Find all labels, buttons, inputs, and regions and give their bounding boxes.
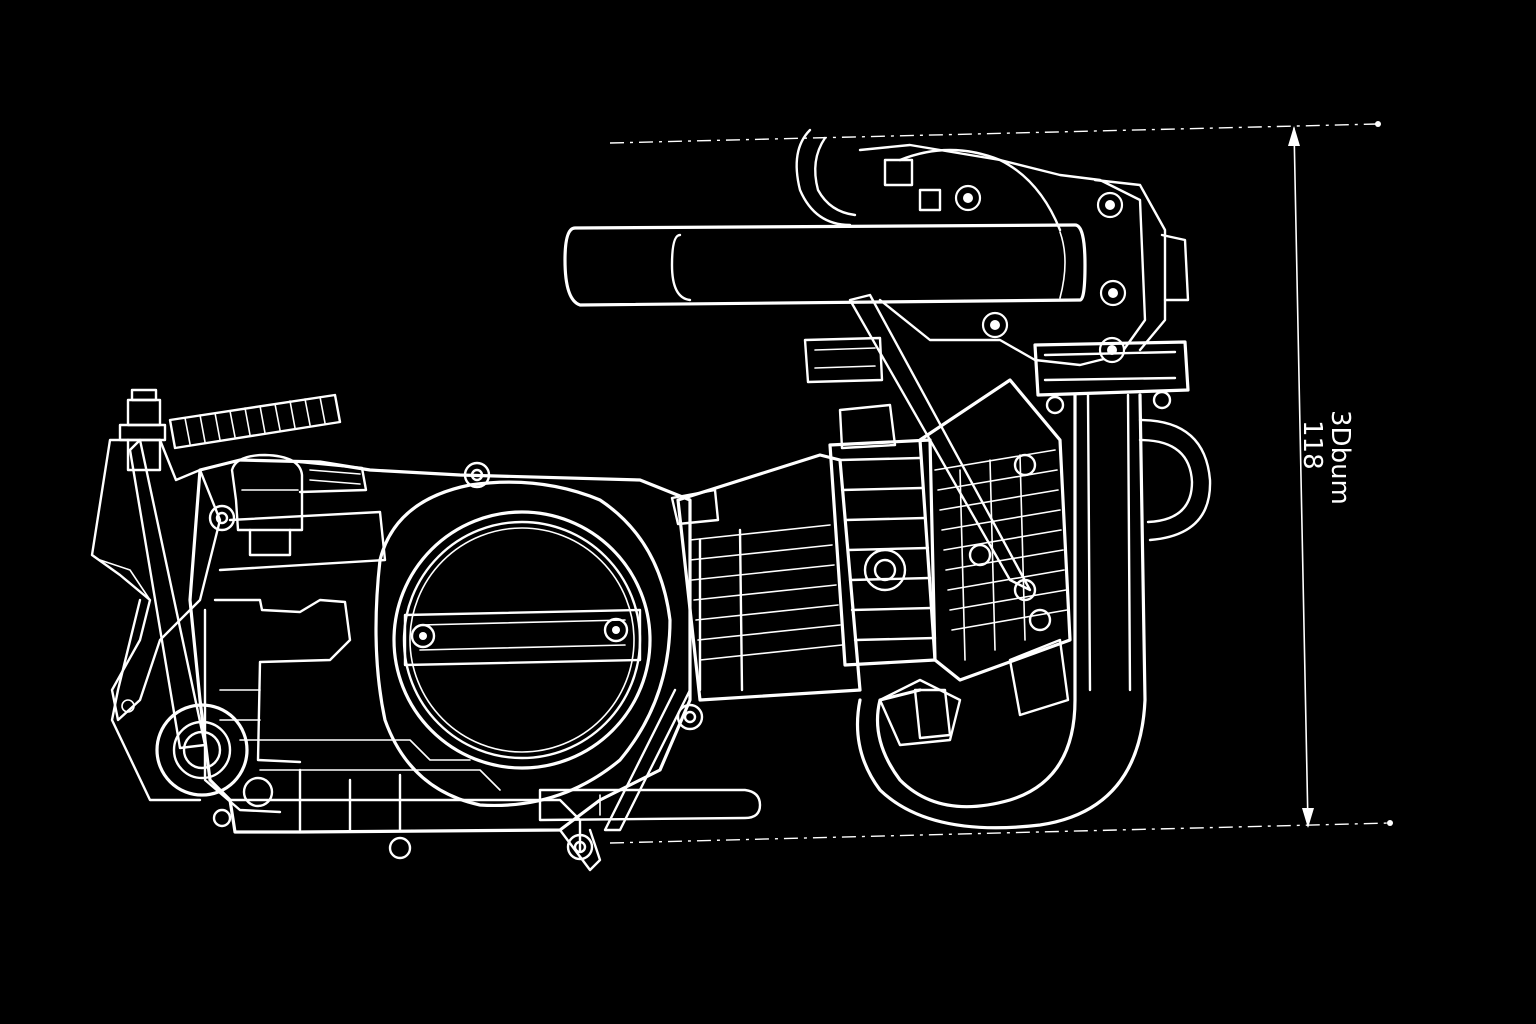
coil-spring: [168, 393, 342, 450]
dimension-arrow-top: [1288, 126, 1300, 146]
oil-filler-cap: [230, 453, 368, 557]
dimension-label-bottom: 118: [1297, 420, 1327, 470]
dimension-top-dot: [1375, 121, 1381, 127]
air-intake-tube: [563, 223, 1087, 307]
kickstart-lever: [538, 788, 762, 822]
left-frame-bracket: [90, 438, 222, 802]
clutch-cover: [374, 461, 704, 872]
engine-mount-block: [803, 336, 1190, 415]
dimension-label-top: 3Dbum: [1325, 410, 1355, 505]
dimension-bottom-dot: [1387, 820, 1393, 826]
cylinder-block: [670, 453, 862, 702]
dimension-bottom-extension-line: [609, 822, 1391, 844]
rear-shock-absorber: [118, 388, 207, 750]
crankcase-body: [188, 458, 692, 860]
cylinder-head: [918, 378, 1072, 682]
dimension-vertical-line: [1293, 127, 1309, 827]
upper-bracket-assembly: [795, 128, 1190, 367]
dimension-annotation: 3Dbum 118: [609, 121, 1393, 844]
dimension-arrow-bottom: [1302, 808, 1314, 828]
dimension-top-extension-line: [609, 123, 1379, 144]
exhaust-pipe: [855, 393, 1212, 830]
throttle-cable: [848, 293, 1032, 592]
